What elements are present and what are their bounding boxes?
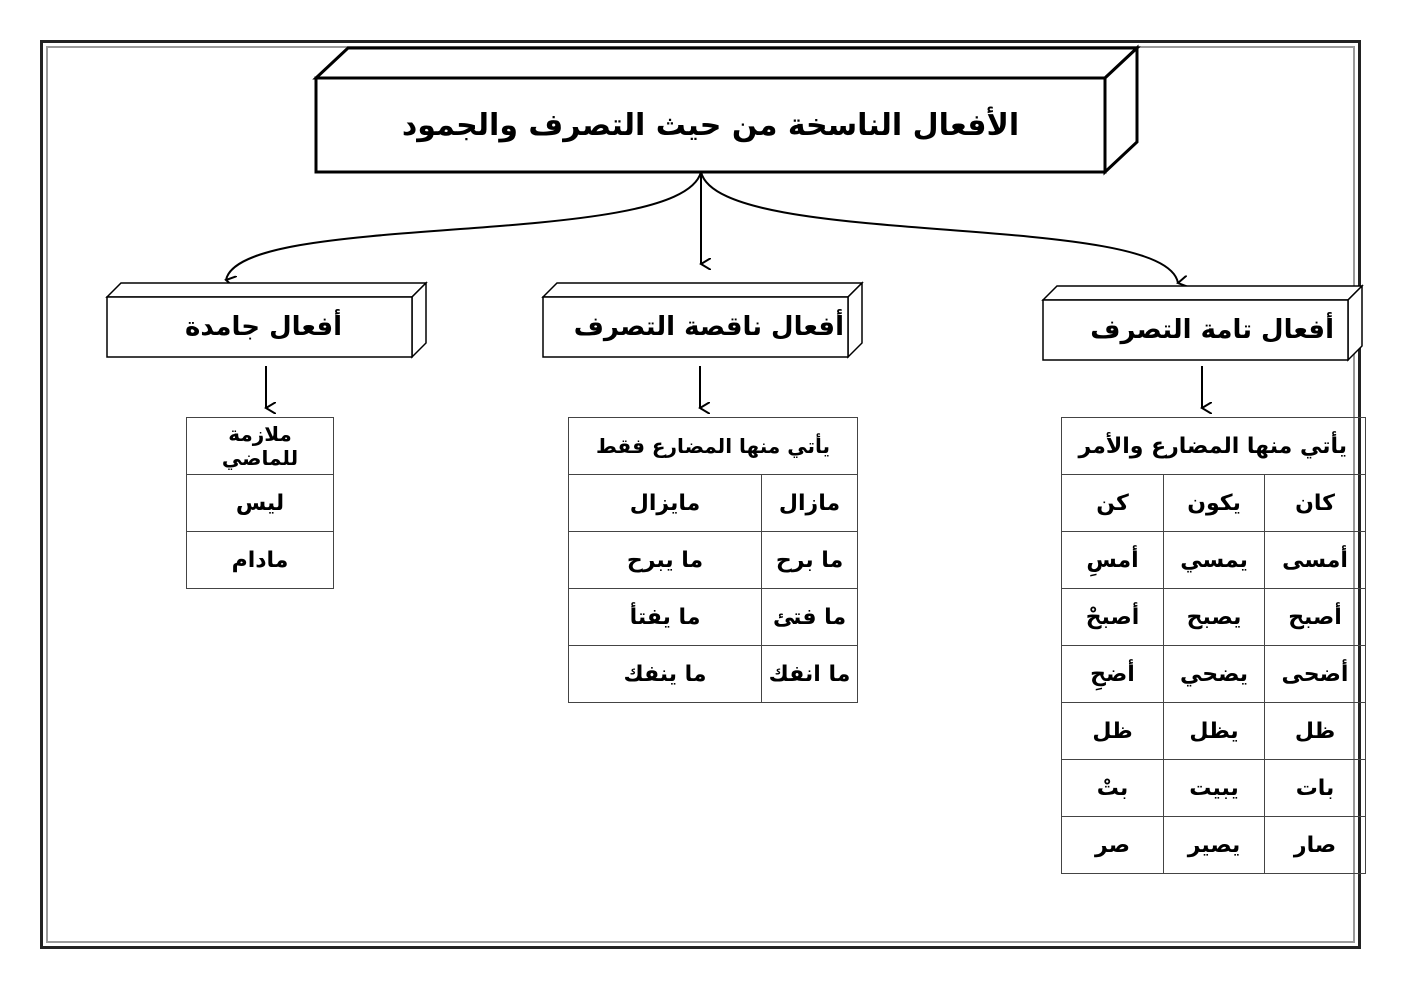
complete-imperative-cell: أصبحْ <box>1060 588 1165 646</box>
complete-present-cell: يمسي <box>1163 531 1266 589</box>
complete-past-cell: أصبح <box>1264 588 1367 646</box>
arrow-to-frozen <box>226 171 702 280</box>
complete-imperative-cell: أمسِ <box>1060 531 1165 589</box>
partial-label: أفعال ناقصة التصرف <box>573 312 844 342</box>
frozen-cell: مادام <box>186 531 334 589</box>
complete-past-cell: ظل <box>1264 702 1367 760</box>
note-arrows <box>266 366 1202 408</box>
page-title: الأفعال الناسخة من حيث التصرف والجمود <box>401 107 1020 143</box>
complete-past-cell: بات <box>1264 759 1367 817</box>
complete-past-cell: كان <box>1264 474 1367 532</box>
partial-table: يأتي منها المضارع فقط مازال مايزال ما بر… <box>567 417 859 703</box>
partial-past-cell: ما انفك <box>761 645 859 703</box>
complete-imperative-cell: بتْ <box>1060 759 1165 817</box>
partial-note: يأتي منها المضارع فقط <box>567 417 859 475</box>
complete-past-cell: صار <box>1264 816 1367 874</box>
partial-past-cell: مازال <box>761 474 859 532</box>
complete-table: يأتي منها المضارع والأمر كان يكون كن أمس… <box>1060 417 1367 874</box>
complete-present-cell: يضحي <box>1163 645 1266 703</box>
partial-present-cell: ما يبرح <box>567 531 763 589</box>
partial-present-cell: مايزال <box>567 474 763 532</box>
complete-present-cell: يصبح <box>1163 588 1266 646</box>
complete-imperative-cell: ظل <box>1060 702 1165 760</box>
complete-present-cell: يكون <box>1163 474 1266 532</box>
frozen-label: أفعال جامدة <box>185 312 342 342</box>
partial-past-cell: ما فتئ <box>761 588 859 646</box>
frozen-cell: ليس <box>186 474 334 532</box>
frozen-note: ملازمة للماضي <box>186 417 334 475</box>
complete-past-cell: أمسى <box>1264 531 1367 589</box>
complete-imperative-cell: كن <box>1060 474 1165 532</box>
complete-box <box>1041 284 1364 362</box>
frozen-box <box>105 281 428 359</box>
complete-present-cell: يظل <box>1163 702 1266 760</box>
complete-label: أفعال تامة التصرف <box>1090 315 1334 345</box>
complete-past-cell: أضحى <box>1264 645 1367 703</box>
partial-present-cell: ما ينفك <box>567 645 763 703</box>
complete-imperative-cell: صر <box>1060 816 1165 874</box>
partial-present-cell: ما يفتأ <box>567 588 763 646</box>
complete-note: يأتي منها المضارع والأمر <box>1060 417 1367 475</box>
complete-imperative-cell: أضحِ <box>1060 645 1165 703</box>
connector-arrows <box>226 171 1178 283</box>
complete-present-cell: يصير <box>1163 816 1266 874</box>
complete-present-cell: يبيت <box>1163 759 1266 817</box>
title-box <box>312 44 1141 176</box>
partial-box <box>541 281 864 359</box>
arrow-to-complete <box>700 171 1178 283</box>
frozen-table: ملازمة للماضي ليس مادام <box>186 417 334 589</box>
partial-past-cell: ما برح <box>761 531 859 589</box>
